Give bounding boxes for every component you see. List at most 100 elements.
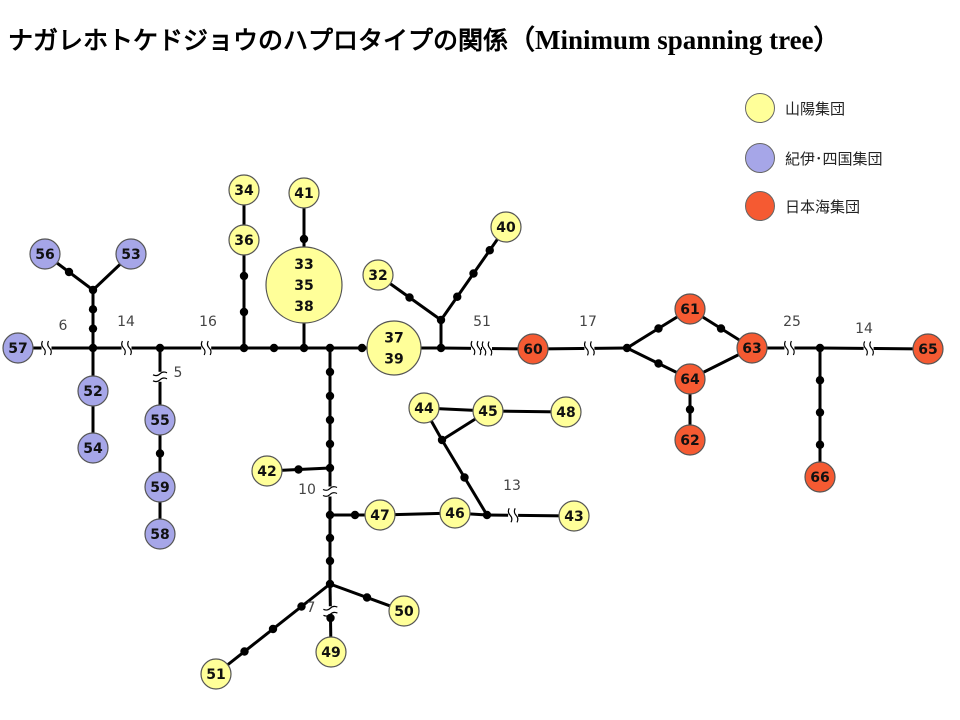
haplotype-node-58: 58 xyxy=(144,518,176,550)
haplotype-circle xyxy=(674,363,706,395)
mutation-dot xyxy=(685,405,695,414)
haplotype-label: 33 xyxy=(294,257,313,273)
junction-dot xyxy=(325,510,335,520)
haplotype-label: 39 xyxy=(384,352,403,368)
haplotype-label: 44 xyxy=(414,401,434,417)
haplotype-circle xyxy=(736,332,768,364)
haplotype-circle xyxy=(472,395,504,427)
haplotype-circle xyxy=(288,177,320,209)
haplotype-circle xyxy=(200,658,232,690)
haplotype-node-36: 36 xyxy=(228,224,260,256)
haplotype-node-49: 49 xyxy=(315,636,347,668)
haplotype-circle xyxy=(315,636,347,668)
intermediate-nodes xyxy=(64,234,825,656)
mutation-dot xyxy=(815,440,825,449)
legend-item-kii-shikoku: 紀伊･四国集団 xyxy=(745,140,883,176)
mutation-dot xyxy=(88,305,98,314)
haplotype-node-57: 57 xyxy=(2,332,34,364)
haplotype-node-34: 34 xyxy=(228,174,260,206)
haplotype-label: 37 xyxy=(384,331,403,347)
title-main: ナガレホトケドジョウのハプロタイプの関係 xyxy=(8,26,509,55)
mutation-dot xyxy=(155,449,165,458)
haplotype-circle xyxy=(77,375,109,407)
page-title: ナガレホトケドジョウのハプロタイプの関係（Minimum spanning tr… xyxy=(8,18,841,57)
haplotype-label: 42 xyxy=(257,464,276,480)
mutation-dot xyxy=(299,234,309,244)
break-marks xyxy=(41,340,874,617)
mutation-dot xyxy=(240,647,249,656)
break-mark xyxy=(784,340,795,356)
mutation-dot xyxy=(485,246,494,255)
break-mark xyxy=(200,340,212,356)
step-label: 16 xyxy=(199,314,217,330)
haplotype-circle xyxy=(228,174,260,206)
haplotype-node-53: 53 xyxy=(115,238,147,270)
legend-item-nihonkai: 日本海集団 xyxy=(745,188,860,224)
haplotype-label: 40 xyxy=(496,220,516,236)
haplotype-label: 49 xyxy=(321,645,340,661)
haplotype-circle xyxy=(804,461,836,493)
legend-item-san-yo: 山陽集団 xyxy=(745,90,845,126)
haplotype-circle xyxy=(2,332,34,364)
junction-dot xyxy=(482,510,492,520)
legend-swatch-nihonkai xyxy=(745,191,775,221)
mutation-dot xyxy=(269,343,279,353)
haplotype-label: 52 xyxy=(83,384,102,400)
haplotype-node-56: 56 xyxy=(29,238,61,270)
haplotype-node-59: 59 xyxy=(144,471,176,503)
haplotype-label: 62 xyxy=(680,433,699,449)
haplotype-label: 66 xyxy=(810,470,829,486)
mutation-dot xyxy=(325,439,335,449)
haplotype-circle xyxy=(674,293,706,325)
mutation-dot xyxy=(654,324,663,333)
haplotype-label: 51 xyxy=(206,667,225,683)
haplotype-label: 46 xyxy=(445,506,464,522)
mutation-dot xyxy=(350,510,360,520)
haplotype-node-64: 64 xyxy=(674,363,706,395)
haplotype-circle xyxy=(439,497,471,529)
haplotype-circle xyxy=(550,396,582,428)
haplotype-label: 57 xyxy=(8,341,27,357)
haplotype-node-32: 32 xyxy=(362,259,394,291)
haplotype-circle xyxy=(144,471,176,503)
haplotype-node-43: 43 xyxy=(558,500,590,532)
haplotype-node-44: 44 xyxy=(408,392,440,424)
haplotype-circle xyxy=(29,238,61,270)
haplotype-circle xyxy=(674,424,706,456)
junction-dot xyxy=(815,343,825,353)
haplotype-circle xyxy=(408,392,440,424)
mutation-dot xyxy=(239,271,249,281)
break-mark xyxy=(152,371,168,383)
haplotype-label: 32 xyxy=(368,268,387,284)
step-label: 17 xyxy=(579,314,597,330)
haplotype-node-63: 63 xyxy=(736,332,768,364)
mutation-dot xyxy=(88,324,98,333)
haplotype-circle xyxy=(144,404,176,436)
step-label: 10 xyxy=(298,482,316,498)
haplotype-node-46: 46 xyxy=(439,497,471,529)
title-sub: （Minimum spanning tree） xyxy=(508,25,841,55)
junction-dot xyxy=(325,579,335,589)
junction-dot xyxy=(155,343,165,353)
junction-dot xyxy=(239,343,249,353)
haplotype-node-60: 60 xyxy=(517,333,549,365)
mutation-dot xyxy=(357,343,367,353)
haplotype-circle xyxy=(265,246,343,324)
mutation-dot xyxy=(239,307,249,317)
junction-dot xyxy=(325,343,335,353)
haplotype-label: 64 xyxy=(680,372,700,388)
break-mark xyxy=(863,340,874,357)
legend-swatch-san-yo xyxy=(745,93,775,123)
haplotype-label: 35 xyxy=(294,278,313,294)
haplotype-node-66: 66 xyxy=(804,461,836,493)
mutation-dot xyxy=(453,292,462,301)
haplotype-label: 43 xyxy=(564,509,583,525)
haplotype-circle xyxy=(144,518,176,550)
step-label: 51 xyxy=(473,314,491,330)
haplotype-node-50: 50 xyxy=(388,595,420,627)
mutation-dot xyxy=(405,293,414,302)
haplotype-circle xyxy=(115,238,147,270)
